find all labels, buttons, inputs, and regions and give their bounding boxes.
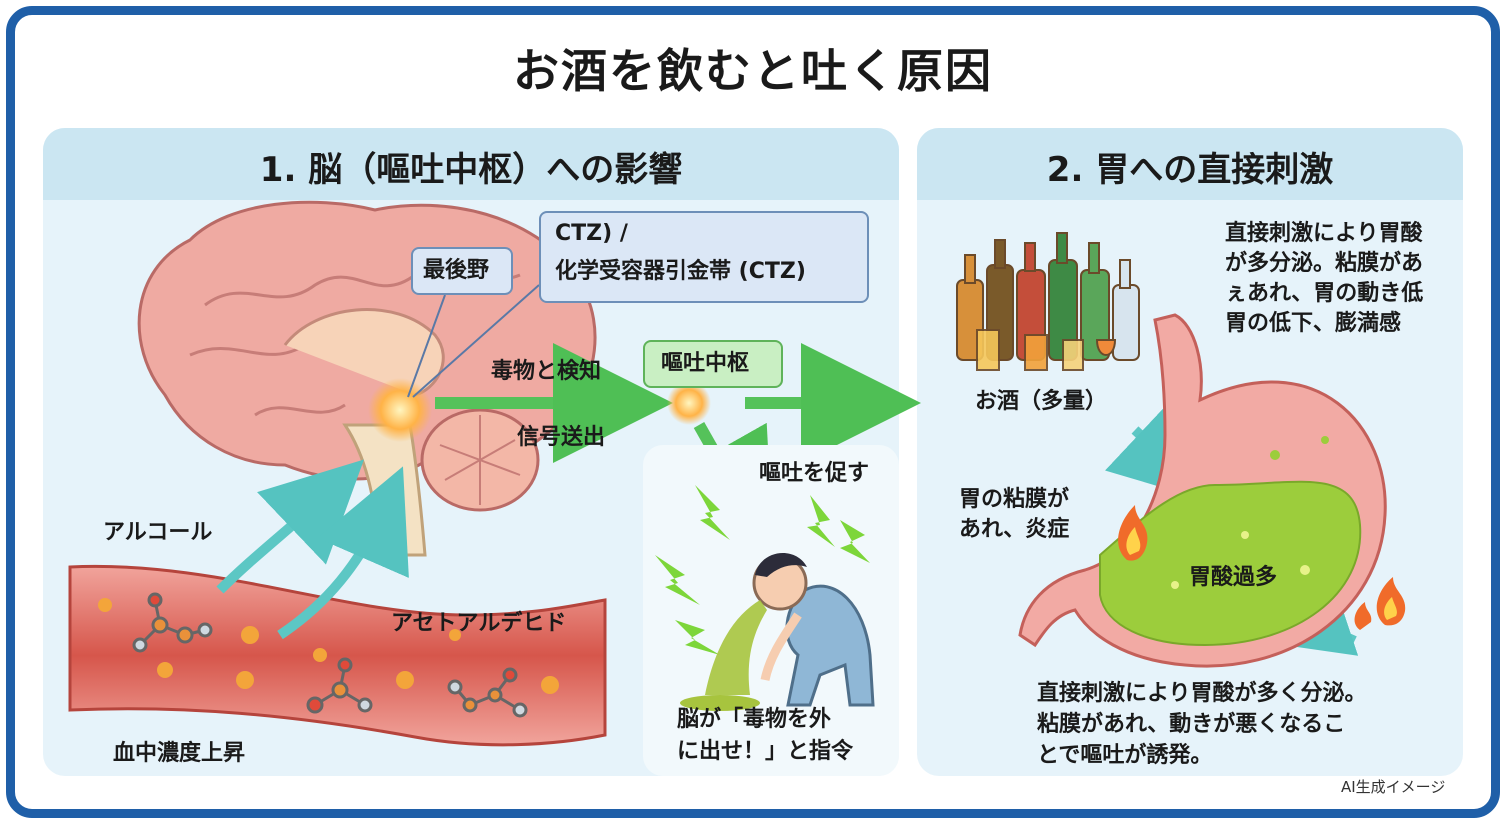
vomit-center-glow	[667, 381, 711, 425]
ctz-label-line1: CTZ) /	[555, 221, 628, 246]
lightning-icon	[655, 485, 870, 655]
molecule-icon	[132, 592, 213, 653]
stomach-note-line4: 胃の低下、膨満感	[1225, 311, 1402, 336]
stomach-summary-line2: 粘膜があれ、動きが悪くなるこ	[1037, 712, 1346, 737]
flame-icon	[1354, 577, 1406, 630]
promote-label: 嘔吐を促す	[759, 461, 870, 486]
area-postrema-label: 最後野	[423, 258, 490, 283]
ctz-label-box	[539, 211, 869, 303]
stomach-note-line1: 直接刺激により胃酸	[1225, 221, 1423, 246]
acetaldehyde-arrow	[277, 466, 409, 640]
mucosa-label-line2: あれ、炎症	[959, 517, 1070, 542]
brain-panel-heading: 1. 脳（嘔吐中枢）への影響	[259, 150, 683, 190]
stomach-illustration	[1018, 313, 1387, 668]
alcohol-large-label: お酒（多量）	[975, 389, 1108, 414]
molecule-icon	[447, 667, 528, 718]
ctz-label-line2: 化学受容器引金帯 (CTZ)	[555, 259, 806, 284]
brain-panel-header: 1. 脳（嘔吐中枢）への影響	[43, 128, 899, 200]
stomach-summary-line1: 直接刺激により胃酸が多く分泌。	[1037, 681, 1367, 706]
alcohol-label: アルコール	[103, 520, 213, 545]
stomach-summary-line3: とで嘔吐が誘発。	[1037, 743, 1213, 768]
stomach-note-line2: が多分泌。粘膜があ	[1225, 251, 1424, 276]
blood-vessel-illustration	[68, 564, 607, 747]
molecule-icon	[306, 657, 373, 714]
brain-caption-line1: 脳が「毒物を外	[677, 707, 832, 732]
flame-icon	[1118, 505, 1148, 561]
stomach-panel-heading: 2. 胃への直接刺激	[1046, 150, 1334, 190]
mucosa-label-line1: 胃の粘膜が	[959, 487, 1070, 512]
detect-label: 毒物と検知	[491, 359, 602, 384]
brain-caption-line2: に出せ！」と指令	[677, 739, 854, 764]
stomach-note-line3: ぇあれ、胃の動き低	[1225, 281, 1424, 306]
signal-label: 信号送出	[517, 425, 606, 450]
alcohol-arrow	[216, 459, 365, 594]
acid-label: 胃酸過多	[1189, 565, 1278, 590]
area-postrema-label-box	[411, 247, 513, 295]
vomit-center-label: 嘔吐中枢	[661, 351, 750, 376]
bottles-illustration	[956, 232, 1140, 371]
stomach-panel-header: 2. 胃への直接刺激	[917, 128, 1463, 200]
acetaldehyde-label: アセトアルデヒド	[391, 611, 567, 636]
page-title: お酒を飲むと吐く原因	[513, 44, 993, 98]
vomit-center-label-box	[643, 340, 783, 388]
blood-level-label: 血中濃度上昇	[113, 741, 246, 766]
infographic-frame: お酒を飲むと吐く原因 1. 脳（嘔吐中枢）への影響 2. 胃への直接刺激	[6, 6, 1500, 818]
ai-credit: AI生成イメージ	[1341, 778, 1446, 796]
vomiting-person-illustration	[680, 553, 875, 711]
brainstem	[342, 423, 427, 557]
